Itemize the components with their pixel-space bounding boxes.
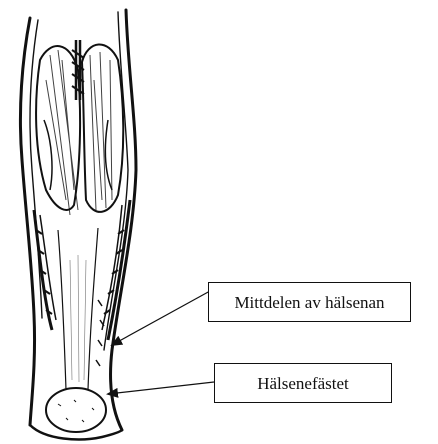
- label-midsection-box: Mittdelen av hälsenan: [208, 282, 411, 322]
- label-attachment-box: Hälsenefästet: [214, 363, 392, 403]
- arrow-attachment: [108, 382, 214, 394]
- arrow-midsection: [112, 291, 210, 345]
- label-attachment-text: Hälsenefästet: [257, 375, 349, 392]
- achilles-tendon: [58, 228, 104, 390]
- heel-bone: [46, 388, 106, 432]
- label-midsection-text: Mittdelen av hälsenan: [234, 294, 384, 311]
- calf-muscle: [36, 40, 123, 215]
